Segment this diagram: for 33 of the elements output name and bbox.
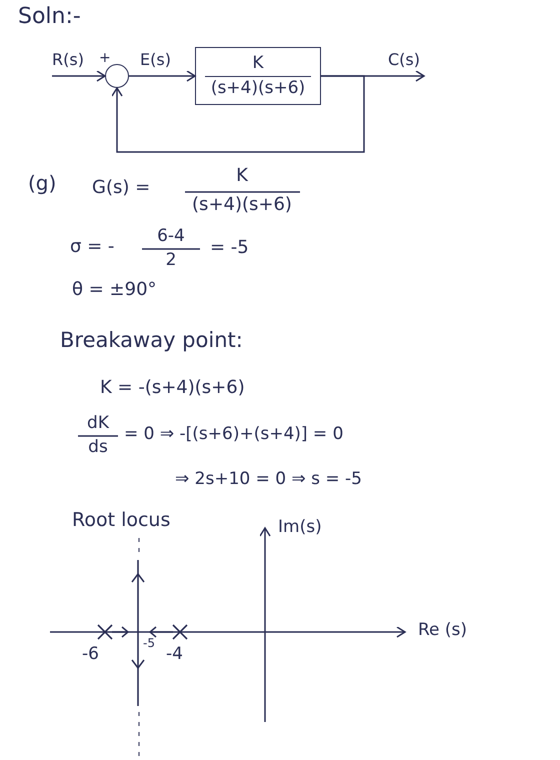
equation-text: G(s) =	[92, 178, 150, 199]
equation-text: = 0 ⇒ -[(s+6)+(s+4)] = 0	[124, 425, 344, 445]
fraction-denominator: (s+4)(s+6)	[192, 195, 292, 216]
fraction-denominator: (s+4)(s+6)	[210, 78, 306, 98]
fraction-numerator: K	[252, 54, 264, 74]
tick-label: -6	[82, 645, 99, 665]
arrow	[52, 70, 106, 82]
transfer-function-block	[195, 47, 321, 105]
part-label: (g)	[28, 172, 56, 195]
equation-text: ⇒ 2s+10 = 0 ⇒ s = -5	[175, 470, 362, 490]
axis-label: Re (s)	[418, 621, 468, 641]
fraction-denominator: ds	[88, 438, 108, 458]
edge-label: R(s)	[52, 51, 84, 70]
tick-label: -5	[143, 637, 155, 651]
section-heading: Breakaway point:	[60, 328, 243, 352]
equation-text: σ = -	[70, 237, 114, 258]
arrow	[129, 70, 196, 82]
tick-label: -4	[166, 645, 183, 665]
edge-label: E(s)	[140, 51, 171, 70]
summing-junction	[105, 64, 129, 88]
axis-label: Im(s)	[278, 518, 322, 538]
solution-heading: Soln:-	[18, 4, 81, 30]
equation-text: = -5	[210, 238, 249, 259]
fraction-denominator: 2	[166, 251, 176, 271]
fraction-numerator: dK	[87, 414, 109, 434]
fraction-numerator: 6-4	[157, 227, 185, 247]
plot-title: Root locus	[72, 510, 170, 532]
equation-text: K = -(s+4)(s+6)	[100, 378, 245, 399]
equation-text: θ = ±90°	[72, 280, 157, 301]
edge-label: C(s)	[388, 51, 420, 70]
fraction-numerator: K	[236, 166, 248, 187]
arrow	[111, 75, 365, 153]
plus-sign: +	[99, 50, 111, 66]
